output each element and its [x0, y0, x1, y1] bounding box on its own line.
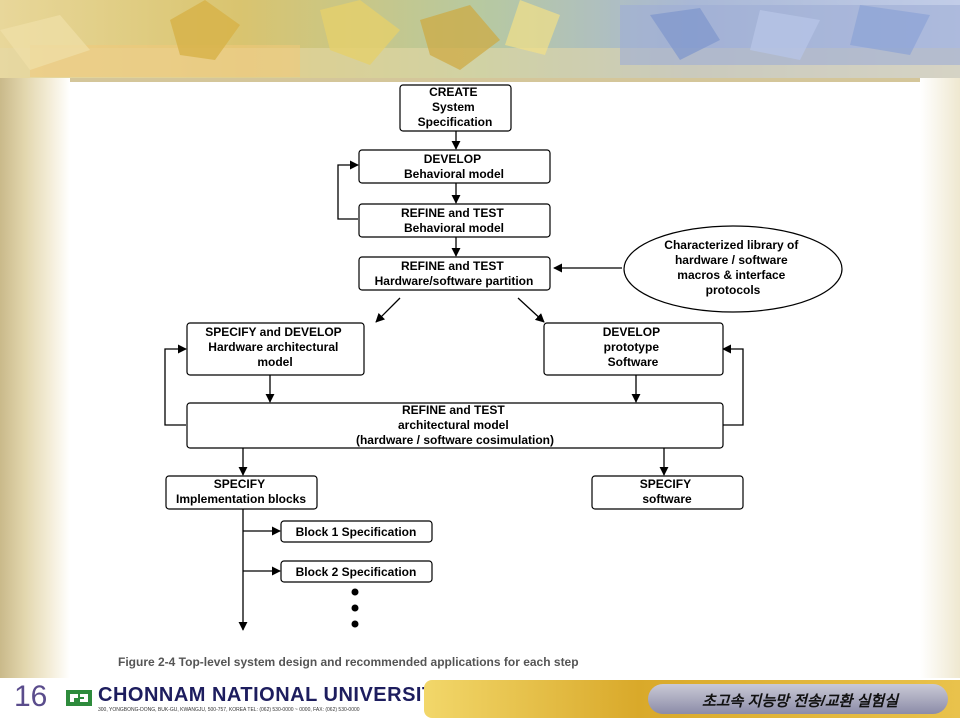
svg-text:Characterized library of: Characterized library of hardware / soft… [664, 238, 801, 297]
lab-name-pill [648, 684, 948, 714]
node-develop-behavioral: DEVELOP Behavioral model [358, 149, 551, 184]
node-specify-implementation: SPECIFY Implementation blocks [165, 475, 318, 510]
university-name: CHONNAM NATIONAL UNIVERSITY [98, 684, 449, 706]
node-develop-software: DEVELOP prototype Software [543, 322, 724, 376]
node-specify-software: SPECIFY software [591, 475, 744, 510]
svg-text:Block 1 Specification: Block 1 Specification [296, 525, 417, 539]
svg-text:DEVELOP prototype: DEVELOP prototype Software [603, 325, 663, 369]
svg-text:Block 2 Specification: Block 2 Specification [296, 565, 417, 579]
svg-text:DEVELOP Behavioral mod: DEVELOP Behavioral model [404, 152, 504, 181]
lab-name: 초고속 지능망 전송/교환 실험실 [701, 693, 899, 710]
left-shading [0, 78, 70, 678]
continuation-dots [351, 588, 359, 628]
node-create: CREATE System Specification [399, 84, 512, 132]
figure-caption: Figure 2-4 Top-level system design and r… [118, 655, 579, 669]
svg-text:CREATE System: CREATE System Specification [418, 85, 493, 129]
university-address: 300, YONGBONG-DONG, BUK-GU, KWANGJU, 500… [98, 707, 360, 713]
node-characterized-library: Characterized library of hardware / soft… [623, 225, 843, 313]
node-refine-partition: REFINE and TEST Hardware/software partit… [358, 256, 551, 291]
node-refine-architectural: REFINE and TEST architectural model (har… [186, 402, 724, 449]
svg-text:REFINE and TEST archit: REFINE and TEST architectural model (har… [356, 403, 554, 447]
page-number: 16 [14, 680, 48, 713]
university-logo-icon [66, 690, 92, 706]
header-banner-image [0, 0, 960, 82]
node-block-2: Block 2 Specification [280, 560, 433, 583]
svg-text:REFINE and TEST Behavi: REFINE and TEST Behavioral model [401, 206, 507, 235]
node-specify-hardware: SPECIFY and DEVELOP Hardware architectur… [186, 322, 365, 376]
svg-text:SPECIFY software: SPECIFY software [640, 477, 694, 506]
svg-text:SPECIFY and DEVELOP Ha: SPECIFY and DEVELOP Hardware architectur… [205, 325, 345, 369]
node-block-1: Block 1 Specification [280, 520, 433, 543]
svg-text:REFINE and TEST Hardwa: REFINE and TEST Hardware/software partit… [375, 259, 534, 288]
connectors [164, 131, 744, 631]
svg-text:SPECIFY Implementation: SPECIFY Implementation blocks [176, 477, 306, 506]
node-refine-behavioral: REFINE and TEST Behavioral model [358, 203, 551, 238]
right-shading [920, 78, 960, 678]
